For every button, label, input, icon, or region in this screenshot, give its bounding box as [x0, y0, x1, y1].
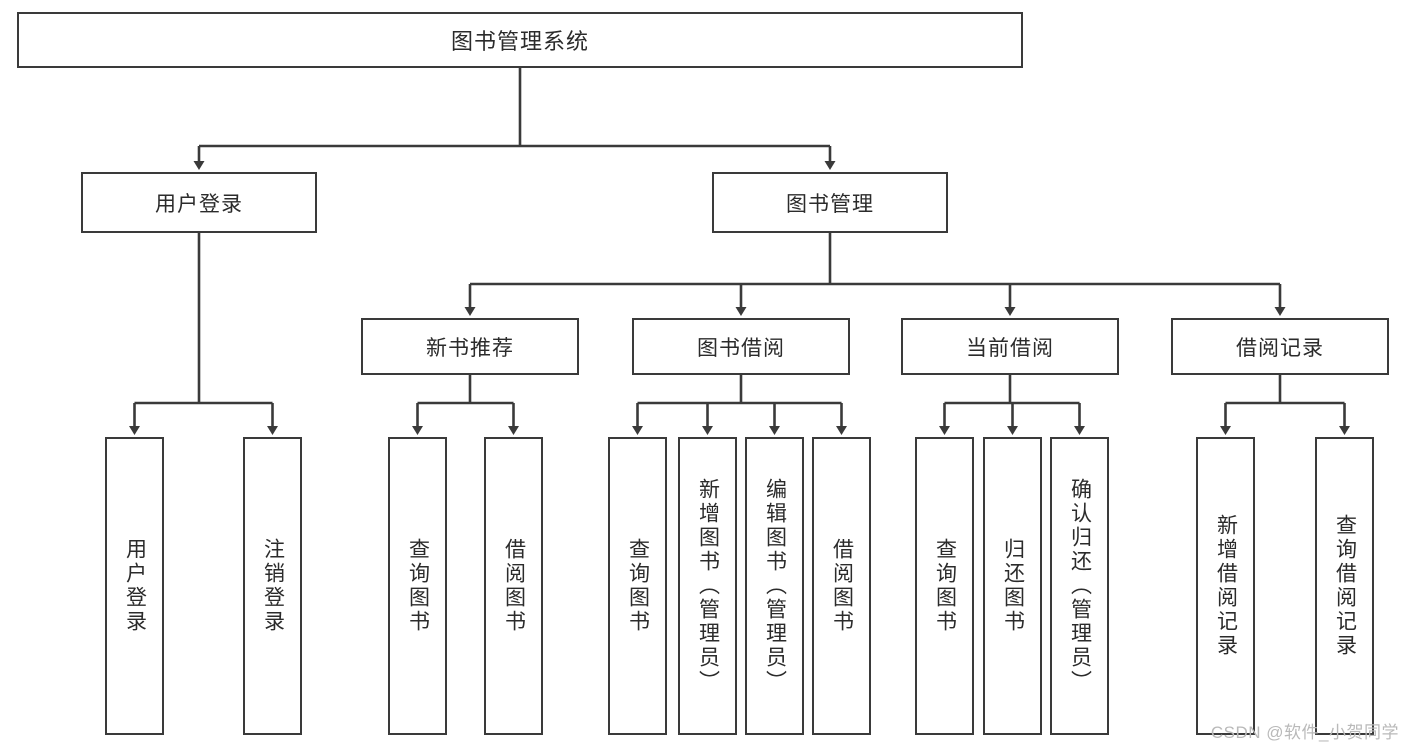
leaf-confirm-return[interactable]: 确认归还（管理员）	[1050, 437, 1109, 735]
node-book-borrow[interactable]: 图书借阅	[632, 318, 850, 375]
leaf-label: 新增借阅记录	[1214, 514, 1238, 658]
node-current-borrow[interactable]: 当前借阅	[901, 318, 1119, 375]
leaf-label: 查询借阅记录	[1333, 514, 1357, 658]
leaf-label: 注销登录	[261, 538, 285, 634]
node-book-manage[interactable]: 图书管理	[712, 172, 948, 233]
node-new-book-rec[interactable]: 新书推荐	[361, 318, 579, 375]
leaf-query-book-rec[interactable]: 查询图书	[388, 437, 447, 735]
leaf-label: 借阅图书	[502, 538, 526, 634]
leaf-label: 新增图书（管理员）	[696, 478, 720, 694]
node-root[interactable]: 图书管理系统	[17, 12, 1023, 68]
leaf-add-book[interactable]: 新增图书（管理员）	[678, 437, 737, 735]
leaf-label: 归还图书	[1001, 538, 1025, 634]
leaf-user-login[interactable]: 用户登录	[105, 437, 164, 735]
leaf-label: 用户登录	[123, 538, 147, 634]
leaf-query-record[interactable]: 查询借阅记录	[1315, 437, 1374, 735]
leaf-return-book[interactable]: 归还图书	[983, 437, 1042, 735]
leaf-label: 查询图书	[626, 538, 650, 634]
node-borrow-record[interactable]: 借阅记录	[1171, 318, 1389, 375]
leaf-logout[interactable]: 注销登录	[243, 437, 302, 735]
leaf-query-book-cur[interactable]: 查询图书	[915, 437, 974, 735]
leaf-label: 查询图书	[406, 538, 430, 634]
leaf-edit-book[interactable]: 编辑图书（管理员）	[745, 437, 804, 735]
node-user-login[interactable]: 用户登录	[81, 172, 317, 233]
leaf-add-record[interactable]: 新增借阅记录	[1196, 437, 1255, 735]
leaf-borrow-book-rec[interactable]: 借阅图书	[484, 437, 543, 735]
leaf-label: 编辑图书（管理员）	[763, 478, 787, 694]
leaf-borrow-book[interactable]: 借阅图书	[812, 437, 871, 735]
leaf-query-book[interactable]: 查询图书	[608, 437, 667, 735]
leaf-label: 借阅图书	[830, 538, 854, 634]
leaf-label: 确认归还（管理员）	[1068, 478, 1092, 694]
leaf-label: 查询图书	[933, 538, 957, 634]
